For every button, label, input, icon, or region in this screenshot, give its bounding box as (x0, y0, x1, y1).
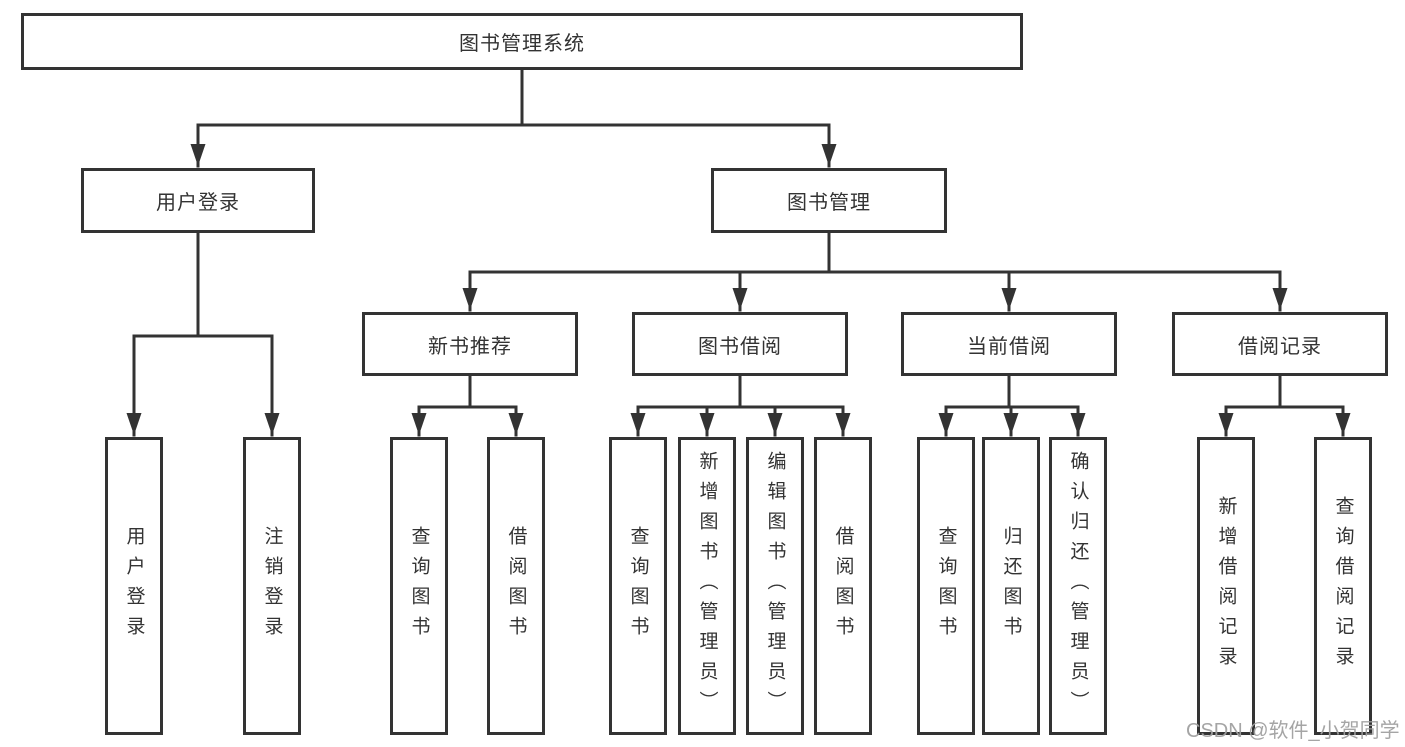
node-book-management: 图书管理 (711, 168, 947, 233)
leaf-confirm-return-admin: 确认归还（管理员） (1049, 437, 1107, 735)
leaf-add-borrow-record: 新增借阅记录 (1197, 437, 1255, 735)
node-label: 借阅记录 (1238, 335, 1322, 358)
node-label: 查询图书 (627, 526, 649, 646)
node-label: 注销登录 (261, 526, 283, 646)
leaf-borrow-books: 借阅图书 (487, 437, 545, 735)
node-label: 借阅图书 (832, 526, 854, 646)
node-label: 用户登录 (123, 526, 145, 646)
node-label: 确认归还（管理员） (1067, 451, 1089, 721)
leaf-return-book: 归还图书 (982, 437, 1040, 735)
node-label: 图书管理系统 (459, 33, 585, 55)
leaf-user-login: 用户登录 (105, 437, 163, 735)
leaf-query-borrow-record: 查询借阅记录 (1314, 437, 1372, 735)
node-label: 归还图书 (1000, 526, 1022, 646)
watermark: CSDN @软件_小贺同学 (1186, 720, 1400, 742)
node-label: 图书借阅 (698, 335, 782, 358)
node-label: 查询借阅记录 (1332, 496, 1354, 676)
leaf-borrow-book: 借阅图书 (814, 437, 872, 735)
node-label: 新书推荐 (428, 335, 512, 358)
node-label: 借阅图书 (505, 526, 527, 646)
node-label: 编辑图书（管理员） (764, 451, 786, 721)
node-label: 用户登录 (156, 192, 240, 214)
node-new-book-recommendation: 新书推荐 (362, 312, 578, 376)
leaf-edit-book-admin: 编辑图书（管理员） (746, 437, 804, 735)
node-library-management-system: 图书管理系统 (21, 13, 1023, 70)
leaf-query-books-borrow: 查询图书 (609, 437, 667, 735)
leaf-add-book-admin: 新增图书（管理员） (678, 437, 736, 735)
leaf-query-books-current: 查询图书 (917, 437, 975, 735)
node-label: 图书管理 (787, 192, 871, 214)
node-book-borrowing: 图书借阅 (632, 312, 848, 376)
node-current-borrowing: 当前借阅 (901, 312, 1117, 376)
node-label: 查询图书 (935, 526, 957, 646)
leaf-query-books: 查询图书 (390, 437, 448, 735)
node-label: 新增借阅记录 (1215, 496, 1237, 676)
node-label: 查询图书 (408, 526, 430, 646)
node-user-login: 用户登录 (81, 168, 315, 233)
leaf-logout: 注销登录 (243, 437, 301, 735)
node-label: 新增图书（管理员） (696, 451, 718, 721)
node-label: 当前借阅 (967, 335, 1051, 358)
node-borrowing-records: 借阅记录 (1172, 312, 1388, 376)
